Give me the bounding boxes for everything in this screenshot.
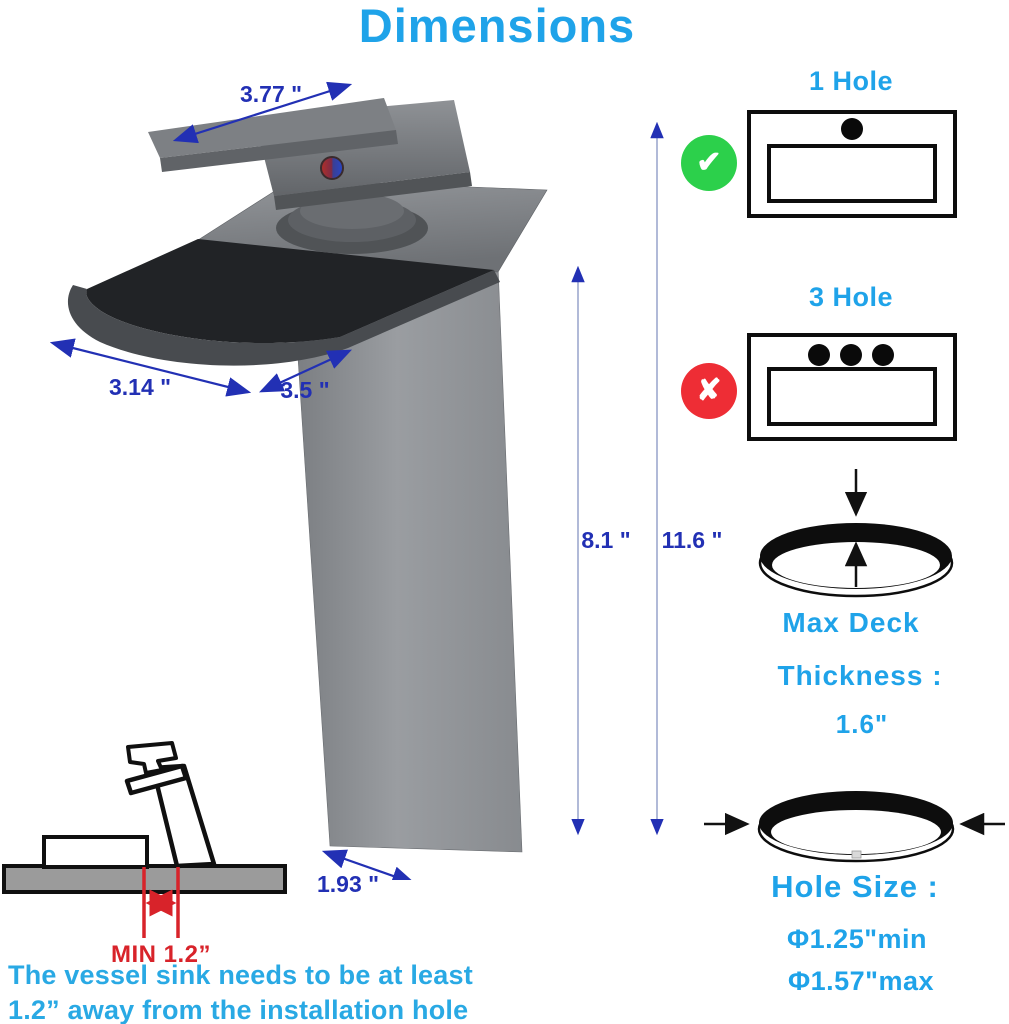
hole-opening: [771, 810, 941, 854]
faucet-outline: [124, 741, 217, 869]
vessel-sink-outline: [42, 835, 149, 869]
arrow-spout-depth: [259, 349, 352, 393]
arrow-base-depth: [321, 849, 417, 880]
hole-size-illustration: [704, 791, 1005, 863]
one-hole-sink-diagram: [747, 110, 957, 218]
install-clearance-diagram: [2, 741, 287, 938]
check-icon: ✔: [681, 135, 737, 191]
faucet-hole-dot: [840, 344, 862, 366]
faucet-waterfall-trough: [86, 239, 494, 344]
arrow-handle-length: [172, 81, 353, 144]
dim-label-handle-length: 3.77 ": [239, 81, 303, 107]
deck-thickness-illustration: [758, 469, 954, 598]
faucet-hole-dot: [872, 344, 894, 366]
faucet-hole-dot: [841, 118, 863, 140]
rim-notch: [851, 850, 862, 859]
faucet-illustration: [49, 81, 664, 880]
faucet-hole-dot: [808, 344, 830, 366]
dim-label-spout-height: 8.1 ": [581, 527, 631, 553]
install-note-line1: The vessel sink needs to be at least: [8, 960, 473, 990]
dim-label-spout-length: 3.14 ": [108, 374, 172, 400]
sink-basin: [767, 144, 937, 203]
install-note-line2: 1.2” away from the installation hole: [8, 995, 469, 1024]
hot-cold-indicator-dot: [320, 156, 344, 180]
hole-size-max: Φ1.57"max: [787, 966, 935, 996]
one-hole-label: 1 Hole: [808, 66, 894, 96]
sink-basin: [767, 367, 937, 426]
dimension-arrows: [49, 81, 664, 880]
dim-label-total-height: 11.6 ": [661, 527, 723, 553]
arrow-spout-length: [49, 338, 252, 397]
max-deck-title-line1: Max Deck: [782, 607, 920, 638]
min-distance-label: MIN 1.2”: [110, 941, 212, 968]
dim-label-base-depth: 1.93 ": [316, 871, 380, 897]
three-hole-sink-diagram: [747, 333, 957, 441]
hole-size-min: Φ1.25"min: [786, 924, 928, 954]
cross-icon: ✘: [681, 363, 737, 419]
max-deck-title-line2: Thickness :: [777, 660, 943, 691]
hole-size-title: Hole Size :: [771, 869, 939, 904]
page-title: Dimensions: [358, 0, 636, 52]
dim-label-spout-depth: 3.5 ": [280, 377, 330, 403]
three-hole-label: 3 Hole: [808, 282, 894, 312]
max-deck-value: 1.6": [835, 709, 889, 739]
